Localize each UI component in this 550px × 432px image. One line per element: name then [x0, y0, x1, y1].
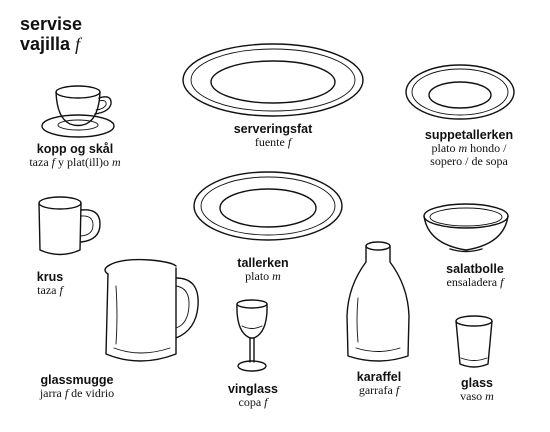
- page-title: servise: [20, 14, 82, 34]
- label-serveringsfat: serveringsfat fuente f: [198, 122, 348, 149]
- cup-and-saucer-illustration: [41, 85, 115, 138]
- label-suppetallerken-no: suppetallerken: [424, 128, 514, 142]
- label-suppetallerken: suppetallerken plato m hondo / sopero / …: [394, 128, 544, 168]
- label-salatbolle-no: salatbolle: [446, 262, 504, 276]
- label-karaffel-no: karaffel: [356, 370, 402, 384]
- label-glass-es: vaso m: [460, 389, 494, 403]
- carafe-illustration: [346, 241, 410, 362]
- drinking-glass-illustration: [455, 315, 493, 368]
- label-glass-no: glass: [461, 376, 493, 390]
- label-glassmugge-no: glassmugge: [40, 373, 114, 387]
- label-serveringsfat-es: fuente f: [254, 135, 292, 149]
- label-krus-es: taza f: [37, 283, 63, 297]
- label-tallerken: tallerken plato m: [208, 256, 318, 283]
- mug-illustration: [38, 196, 101, 256]
- label-salatbolle-es: ensaladera f: [446, 275, 504, 289]
- serving-dish-illustration: [182, 43, 364, 117]
- label-tallerken-es: plato m: [245, 269, 281, 283]
- label-suppetallerken-es: plato m hondo /: [431, 141, 507, 155]
- label-kopp: kopp og skål taza f y plat(ill)o m: [10, 142, 140, 169]
- label-karaffel: karaffel garrafa f: [336, 370, 422, 397]
- label-suppetallerken-es2: sopero / de sopa: [430, 154, 508, 168]
- label-vinglass: vinglass copa f: [210, 382, 296, 409]
- label-kopp-no: kopp og skål: [36, 142, 114, 156]
- salad-bowl-illustration: [423, 203, 509, 253]
- label-glassmugge: glassmugge jarra f de vidrio: [14, 373, 140, 400]
- title-spanish: vajilla: [20, 34, 71, 54]
- label-vinglass-no: vinglass: [227, 382, 279, 396]
- soup-plate-illustration: [405, 64, 515, 120]
- label-vinglass-es: copa f: [238, 395, 268, 409]
- label-salatbolle: salatbolle ensaladera f: [420, 262, 530, 289]
- label-serveringsfat-no: serveringsfat: [233, 122, 313, 136]
- label-tallerken-no: tallerken: [237, 256, 289, 270]
- glass-jug-illustration: [104, 258, 199, 362]
- label-glassmugge-es: jarra f de vidrio: [39, 386, 115, 400]
- wine-glass-illustration: [236, 299, 268, 372]
- title-gender: f: [75, 34, 81, 54]
- label-krus-no: krus: [36, 270, 64, 284]
- dinner-plate-illustration: [193, 171, 343, 241]
- label-glass: glass vaso m: [442, 376, 512, 403]
- label-karaffel-es: garrafa f: [358, 383, 400, 397]
- page-subtitle: vajilla f: [20, 34, 80, 54]
- label-kopp-es: taza f y plat(ill)o m: [29, 155, 121, 169]
- title-norwegian: servise: [20, 14, 83, 34]
- label-krus: krus taza f: [20, 270, 80, 297]
